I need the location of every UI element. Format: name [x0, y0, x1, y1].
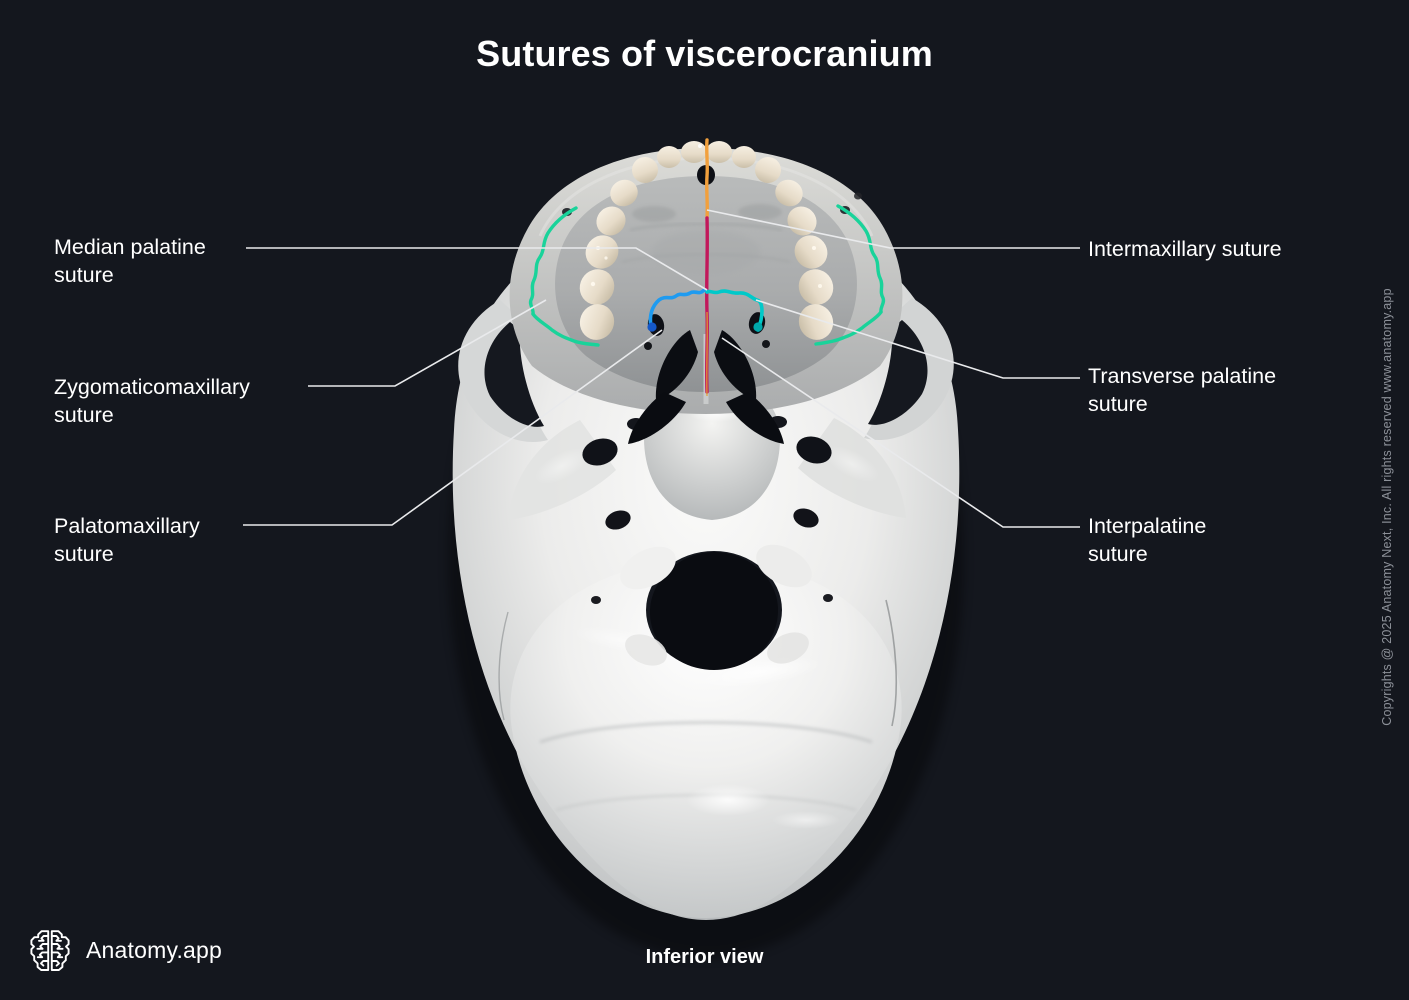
- page-title: Sutures of viscerocranium: [476, 33, 933, 74]
- label-transverse-palatine-suture[interactable]: Transverse palatine suture: [1088, 364, 1277, 416]
- label-palatomaxillary-suture[interactable]: Palatomaxillary suture: [54, 514, 200, 566]
- copyright-notice: Copyrights @ 2025 Anatomy Next, Inc. All…: [1380, 288, 1394, 726]
- label-intermaxillary-suture[interactable]: Intermaxillary suture: [1088, 237, 1282, 261]
- brain-icon: [30, 930, 70, 971]
- label-zygomaticomaxillary-suture[interactable]: Zygomaticomaxillary suture: [54, 375, 250, 427]
- label-interpalatine-suture[interactable]: Interpalatine suture: [1088, 514, 1207, 566]
- logo-text: Anatomy.app: [86, 936, 223, 963]
- view-caption: Inferior view: [645, 946, 764, 968]
- suture-intermaxillary: [705, 138, 709, 220]
- brand-logo[interactable]: Anatomy.app: [28, 927, 222, 973]
- label-median-palatine-suture[interactable]: Median palatine suture: [54, 235, 206, 287]
